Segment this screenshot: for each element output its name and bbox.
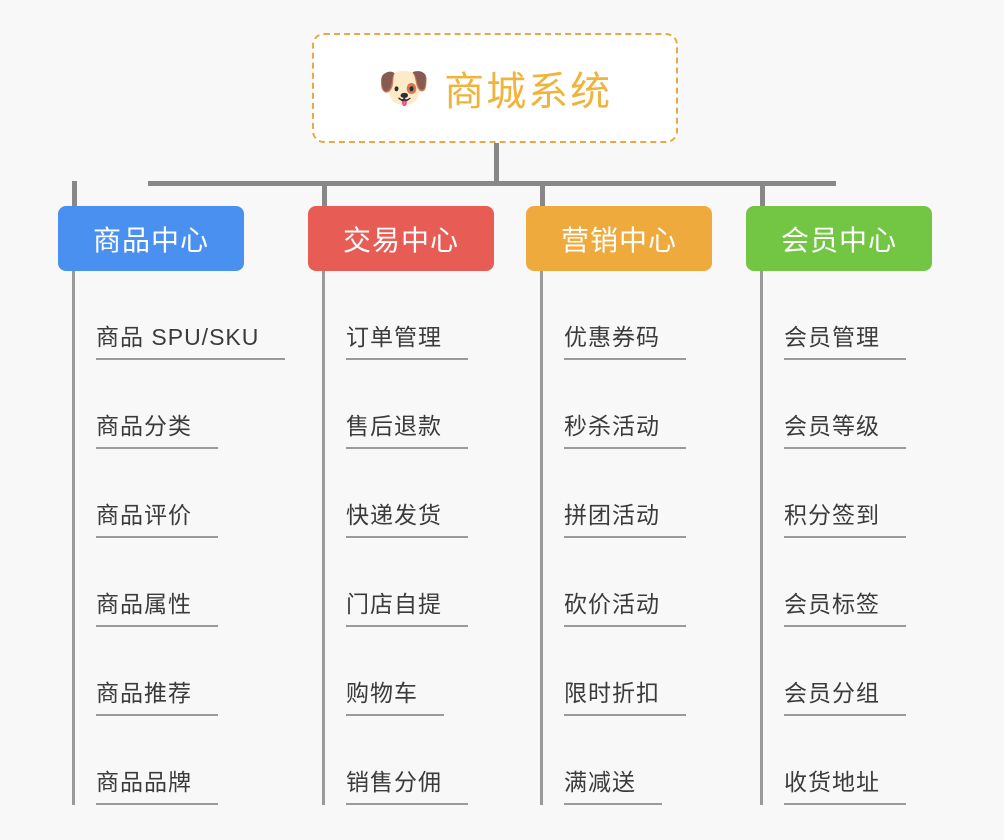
branch-items-member-center: 会员管理会员等级积分签到会员标签会员分组收货地址 [746,271,932,805]
leaf-item[interactable]: 拼团活动 [540,449,712,538]
leaf-item-label: 优惠券码 [564,318,686,360]
leaf-item-label: 售后退款 [346,407,468,449]
leaf-item[interactable]: 商品推荐 [72,627,244,716]
leaf-item[interactable]: 快递发货 [322,449,494,538]
leaf-item[interactable]: 积分签到 [760,449,932,538]
branch-header-marketing-center[interactable]: 营销中心 [526,206,712,271]
leaf-item-label: 会员管理 [784,318,906,360]
leaf-item[interactable]: 订单管理 [322,271,494,360]
leaf-item-label: 会员标签 [784,585,906,627]
leaf-item-label: 销售分佣 [346,763,468,805]
branch-header-label: 营销中心 [560,224,677,256]
leaf-item-label: 商品属性 [96,585,218,627]
connector-root-stem [494,143,499,183]
leaf-item-label: 门店自提 [346,585,468,627]
connector-drop-trade-center [322,181,327,208]
branch-rail-member-center [760,271,763,805]
leaf-item-label: 积分签到 [784,496,906,538]
connector-drop-product-center [72,181,77,208]
leaf-item-label: 会员等级 [784,407,906,449]
root-node-title: 商城系统 [444,70,613,114]
leaf-item[interactable]: 商品属性 [72,538,244,627]
leaf-item[interactable]: 收货地址 [760,716,932,805]
leaf-item[interactable]: 销售分佣 [322,716,494,805]
branch-items-product-center: 商品 SPU/SKU 商品分类商品评价商品属性商品推荐商品品牌 [58,271,286,805]
branch-items-trade-center: 订单管理售后退款快递发货门店自提购物车销售分佣 [308,271,494,805]
leaf-item-label: 商品品牌 [96,763,218,805]
leaf-item[interactable]: 门店自提 [322,538,494,627]
leaf-item[interactable]: 砍价活动 [540,538,712,627]
root-node-mall-system[interactable]: 🐶 商城系统 [312,33,678,143]
leaf-item-label: 商品分类 [96,407,218,449]
leaf-item-label: 购物车 [346,674,444,716]
connector-drop-marketing-center [540,181,545,208]
leaf-item[interactable]: 优惠券码 [540,271,712,360]
leaf-item-label: 限时折扣 [564,674,686,716]
leaf-item-label: 会员分组 [784,674,906,716]
connector-horizontal-bar [148,181,836,186]
dog-face-icon: 🐶 [377,64,431,111]
branch-trade-center: 交易中心订单管理售后退款快递发货门店自提购物车销售分佣 [308,206,494,805]
branch-member-center: 会员中心会员管理会员等级积分签到会员标签会员分组收货地址 [746,206,932,805]
leaf-item[interactable]: 商品分类 [72,360,244,449]
leaf-item[interactable]: 会员标签 [760,538,932,627]
leaf-item[interactable]: 购物车 [322,627,494,716]
leaf-item-label: 砍价活动 [564,585,686,627]
leaf-item-label: 收货地址 [784,763,906,805]
branch-header-label: 商品中心 [92,224,209,256]
branch-header-member-center[interactable]: 会员中心 [746,206,932,271]
branch-header-product-center[interactable]: 商品中心 [58,206,244,271]
leaf-item-label: 订单管理 [346,318,468,360]
leaf-item-label: 商品评价 [96,496,218,538]
branch-rail-trade-center [322,271,325,805]
leaf-item[interactable]: 商品 SPU/SKU [72,271,286,360]
branch-rail-marketing-center [540,271,543,805]
leaf-item[interactable]: 满减送 [540,716,712,805]
branch-header-label: 会员中心 [780,224,897,256]
branch-header-label: 交易中心 [342,224,459,256]
leaf-item-label: 满减送 [564,763,662,805]
leaf-item[interactable]: 秒杀活动 [540,360,712,449]
branch-marketing-center: 营销中心优惠券码秒杀活动拼团活动砍价活动限时折扣满减送 [526,206,712,805]
leaf-item[interactable]: 商品品牌 [72,716,244,805]
branch-items-marketing-center: 优惠券码秒杀活动拼团活动砍价活动限时折扣满减送 [526,271,712,805]
leaf-item[interactable]: 会员管理 [760,271,932,360]
leaf-item[interactable]: 限时折扣 [540,627,712,716]
leaf-item-label: 商品 SPU/SKU [96,318,286,360]
branch-rail-product-center [72,271,75,805]
leaf-item-label: 商品推荐 [96,674,218,716]
leaf-item[interactable]: 会员等级 [760,360,932,449]
leaf-item-label: 秒杀活动 [564,407,686,449]
leaf-item[interactable]: 商品评价 [72,449,244,538]
leaf-item-label: 快递发货 [346,496,468,538]
connector-drop-member-center [760,181,765,208]
branch-product-center: 商品中心商品 SPU/SKU 商品分类商品评价商品属性商品推荐商品品牌 [58,206,286,805]
leaf-item[interactable]: 售后退款 [322,360,494,449]
leaf-item[interactable]: 会员分组 [760,627,932,716]
leaf-item-label: 拼团活动 [564,496,686,538]
branch-header-trade-center[interactable]: 交易中心 [308,206,494,271]
